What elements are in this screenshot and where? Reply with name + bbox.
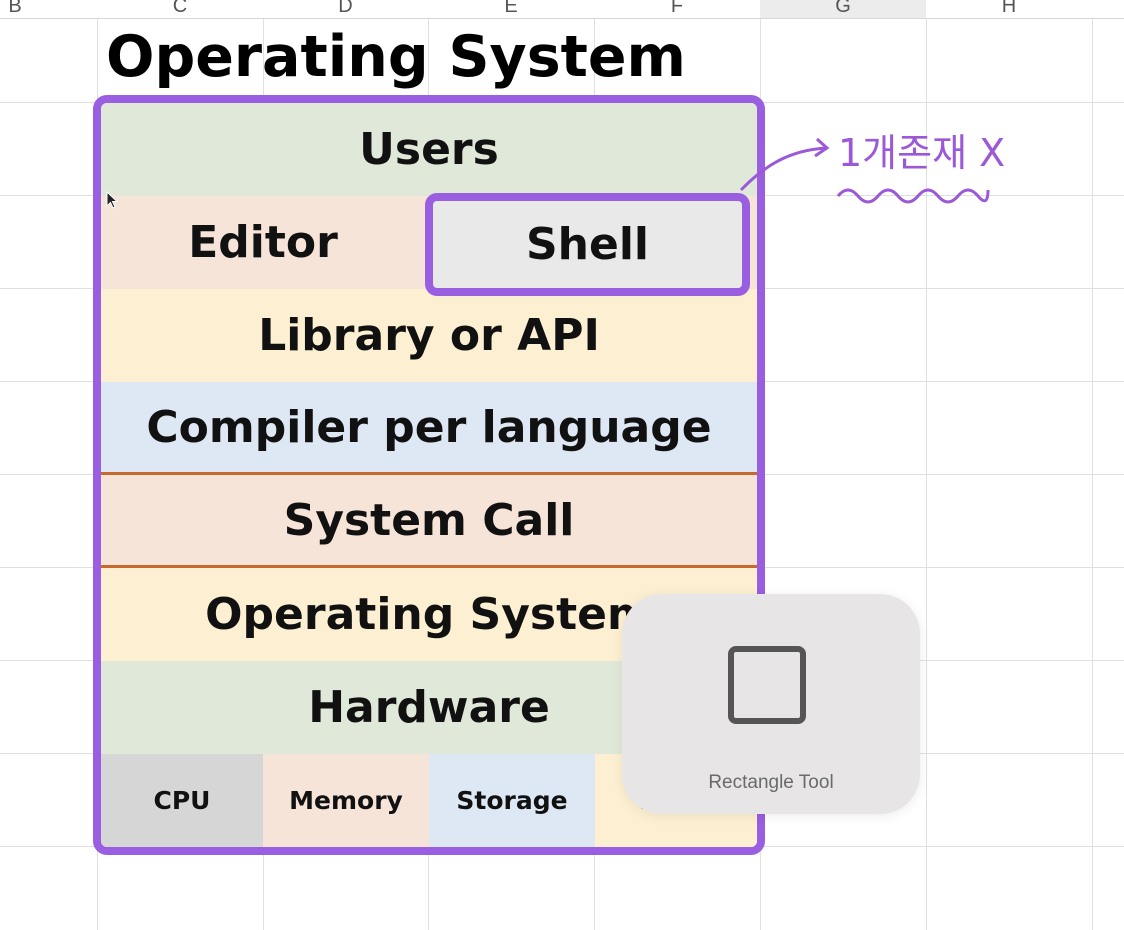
shell-highlight-box[interactable]: Shell — [425, 193, 750, 296]
layer-compiler[interactable]: Compiler per language — [101, 382, 757, 475]
column-header-c[interactable]: C — [172, 0, 188, 17]
column-header-d[interactable]: D — [338, 0, 353, 17]
column-header-bar: B C D E F G H — [0, 0, 1124, 19]
column-header-g[interactable]: G — [760, 0, 926, 18]
annotation-ink[interactable] — [735, 120, 1005, 210]
annotation-wavy-underline — [836, 188, 990, 204]
column-header-h[interactable]: H — [1001, 0, 1017, 17]
hardware-memory[interactable]: Memory — [263, 754, 429, 847]
layer-shell: Shell — [525, 219, 650, 270]
column-header-b[interactable]: B — [8, 0, 22, 17]
grid-line — [926, 0, 927, 930]
hardware-cpu[interactable]: CPU — [101, 754, 263, 847]
grid-line — [1092, 0, 1093, 930]
rectangle-icon — [728, 646, 806, 724]
column-header-e[interactable]: E — [504, 0, 518, 17]
mouse-cursor-icon — [106, 191, 119, 209]
layer-users[interactable]: Users — [101, 103, 757, 196]
tool-hud-popup: Rectangle Tool — [622, 594, 920, 814]
hardware-storage[interactable]: Storage — [429, 754, 595, 847]
annotation-text[interactable]: 1개존재 X — [838, 131, 1006, 175]
column-header-f[interactable]: F — [670, 0, 684, 17]
diagram-title[interactable]: Operating System — [106, 24, 686, 90]
layer-editor[interactable]: Editor — [101, 196, 431, 289]
layer-system-call[interactable]: System Call — [101, 475, 757, 568]
tool-label: Rectangle Tool — [708, 772, 834, 793]
layer-library-api[interactable]: Library or API — [101, 289, 757, 382]
annotation-arrow — [739, 146, 828, 192]
annotation-arrowhead — [814, 137, 830, 158]
